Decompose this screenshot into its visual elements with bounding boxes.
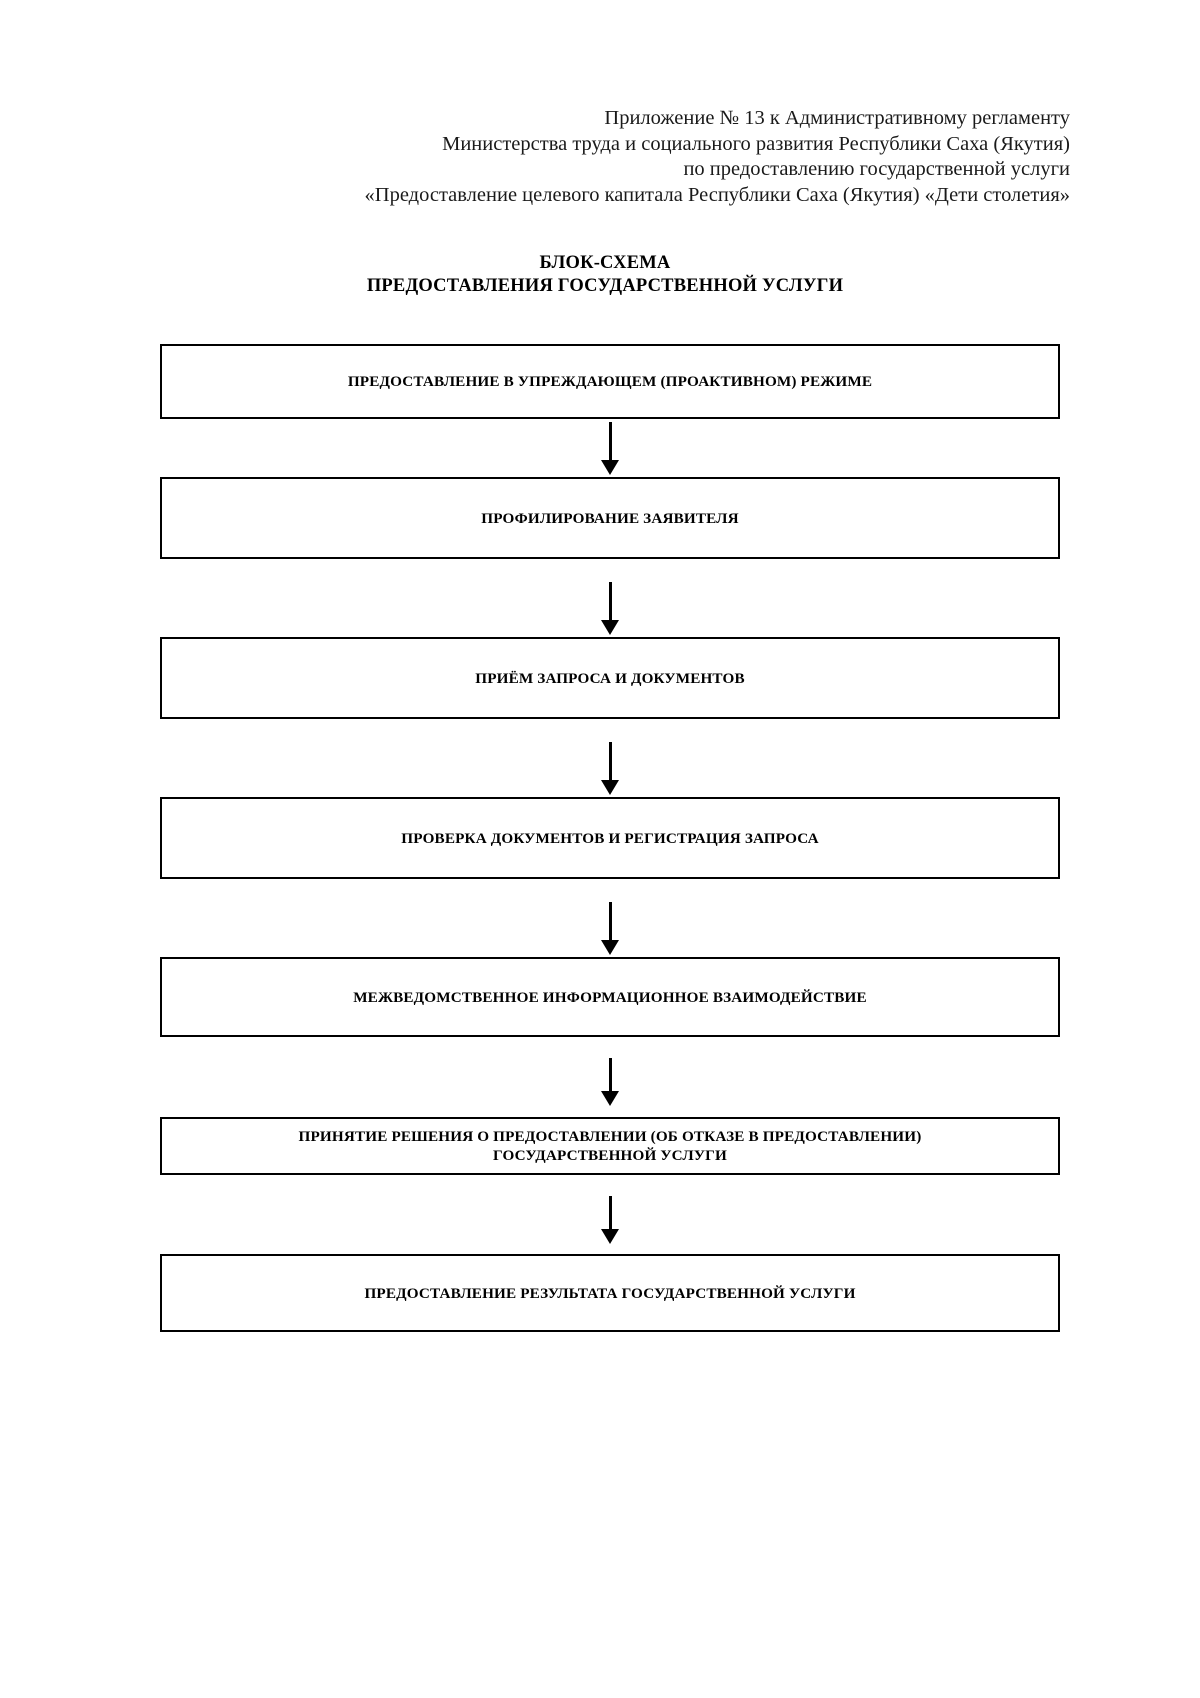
- arrow-shaft: [608, 742, 612, 781]
- flow-arrow-down-3: [597, 742, 623, 795]
- flow-arrow-down-4: [597, 902, 623, 955]
- arrow-head-icon: [601, 460, 619, 475]
- document-header: Приложение № 13 к Административному регл…: [280, 106, 1070, 208]
- flow-node-decision-making[interactable]: ПРИНЯТИЕ РЕШЕНИЯ О ПРЕДОСТАВЛЕНИИ (ОБ ОТ…: [160, 1117, 1060, 1175]
- page-title-line-1: БЛОК-СХЕМА: [539, 253, 671, 273]
- flow-node-label: ПРОВЕРКА ДОКУМЕНТОВ И РЕГИСТРАЦИЯ ЗАПРОС…: [401, 829, 819, 847]
- flow-node-interagency-interaction[interactable]: МЕЖВЕДОМСТВЕННОЕ ИНФОРМАЦИОННОЕ ВЗАИМОДЕ…: [160, 957, 1060, 1037]
- arrow-head-icon: [601, 1229, 619, 1244]
- flow-node-request-acceptance[interactable]: ПРИЁМ ЗАПРОСА И ДОКУМЕНТОВ: [160, 637, 1060, 719]
- page-title: БЛОК-СХЕМА ПРЕДОСТАВЛЕНИЯ ГОСУДАРСТВЕННО…: [300, 252, 910, 298]
- flow-node-label: ПРЕДОСТАВЛЕНИЕ РЕЗУЛЬТАТА ГОСУДАРСТВЕННО…: [364, 1284, 856, 1302]
- header-line-1: Приложение № 13 к Административному регл…: [604, 107, 1070, 129]
- page-title-line-2: ПРЕДОСТАВЛЕНИЯ ГОСУДАРСТВЕННОЙ УСЛУГИ: [366, 276, 844, 296]
- flow-arrow-down-6: [597, 1196, 623, 1244]
- arrow-shaft: [608, 582, 612, 621]
- flow-node-label: ПРОФИЛИРОВАНИЕ ЗАЯВИТЕЛЯ: [481, 509, 739, 527]
- header-line-3: по предоставлению государственной услуги: [683, 158, 1070, 180]
- arrow-head-icon: [601, 940, 619, 955]
- flow-node-label: МЕЖВЕДОМСТВЕННОЕ ИНФОРМАЦИОННОЕ ВЗАИМОДЕ…: [353, 988, 867, 1006]
- arrow-head-icon: [601, 620, 619, 635]
- flow-arrow-down-2: [597, 582, 623, 635]
- arrow-shaft: [608, 1196, 612, 1230]
- flow-node-service-result[interactable]: ПРЕДОСТАВЛЕНИЕ РЕЗУЛЬТАТА ГОСУДАРСТВЕННО…: [160, 1254, 1060, 1332]
- arrow-shaft: [608, 422, 612, 461]
- flow-node-label: ПРЕДОСТАВЛЕНИЕ В УПРЕЖДАЮЩЕМ (ПРОАКТИВНО…: [347, 373, 873, 390]
- flow-node-proactive-mode[interactable]: ПРЕДОСТАВЛЕНИЕ В УПРЕЖДАЮЩЕМ (ПРОАКТИВНО…: [160, 344, 1060, 419]
- flow-node-label: ПРИНЯТИЕ РЕШЕНИЯ О ПРЕДОСТАВЛЕНИИ (ОБ ОТ…: [298, 1128, 922, 1164]
- header-line-2: Министерства труда и социального развити…: [442, 132, 1070, 155]
- arrow-shaft: [608, 1058, 612, 1092]
- flow-node-document-verification[interactable]: ПРОВЕРКА ДОКУМЕНТОВ И РЕГИСТРАЦИЯ ЗАПРОС…: [160, 797, 1060, 879]
- arrow-shaft: [608, 902, 612, 941]
- flow-node-applicant-profiling[interactable]: ПРОФИЛИРОВАНИЕ ЗАЯВИТЕЛЯ: [160, 477, 1060, 559]
- flow-node-label: ПРИЁМ ЗАПРОСА И ДОКУМЕНТОВ: [475, 669, 745, 687]
- flow-arrow-down-5: [597, 1058, 623, 1106]
- arrow-head-icon: [601, 1091, 619, 1106]
- header-line-4: «Предоставление целевого капитала Респуб…: [364, 183, 1070, 206]
- flow-arrow-down-1: [597, 422, 623, 475]
- arrow-head-icon: [601, 780, 619, 795]
